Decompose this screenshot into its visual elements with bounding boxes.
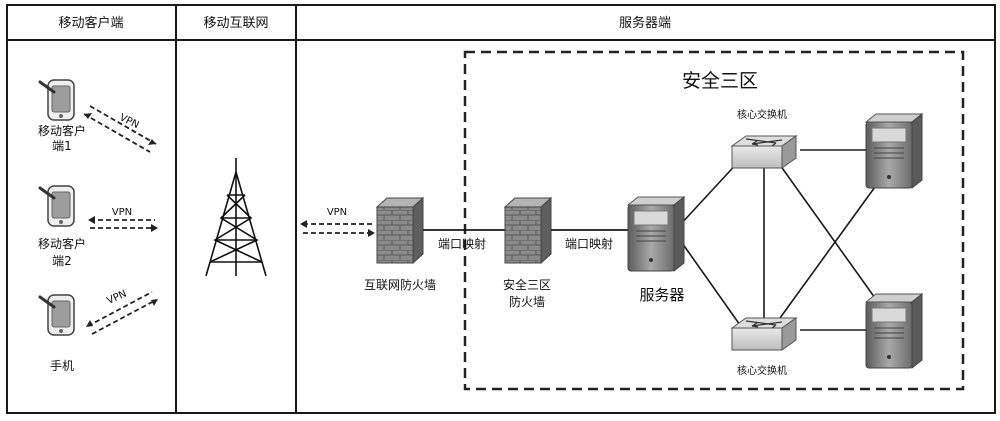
- client-3-label: 手机: [50, 359, 74, 373]
- client-1: 移动客户 端1 VPN: [38, 78, 157, 153]
- core-switch-top: 核心交换机: [731, 108, 797, 169]
- network-links: [679, 149, 881, 331]
- vpn-arrow-1a: [83, 113, 151, 153]
- server-label: 服务器: [639, 286, 684, 304]
- server-icon: [865, 293, 923, 369]
- zone3-firewall-label-line2: 防火墙: [509, 294, 545, 309]
- client-2-label-line1: 移动客户: [38, 236, 86, 251]
- arrowhead-icon: [368, 229, 375, 237]
- header-mobile-internet: 移动互联网: [203, 16, 268, 31]
- core-switch-bottom-label: 核心交换机: [737, 364, 787, 377]
- main-server: 服务器: [627, 196, 685, 304]
- firewall-icon: [376, 206, 414, 264]
- header-mobile-client: 移动客户端: [58, 15, 123, 31]
- zone3-firewall-label-line1: 安全三区: [503, 277, 551, 292]
- arrowhead-icon: [88, 216, 95, 224]
- port-mapping-label-2: 端口映射: [565, 236, 613, 251]
- security-zone-3-boundary: [463, 50, 965, 391]
- arrowhead-icon: [151, 224, 158, 232]
- client-2-label-line2: 端2: [52, 254, 72, 268]
- switch-icon: [731, 317, 797, 351]
- client-1-label-line1: 移动客户: [38, 123, 86, 138]
- client-1-label-line2: 端1: [52, 139, 72, 153]
- security-zone-3-title: 安全三区: [682, 70, 758, 92]
- vpn-arrow-3b: [91, 299, 157, 335]
- phone-icon: [38, 78, 76, 122]
- server-icon: [865, 113, 923, 189]
- internet-firewall: 互联网防火墙: [364, 196, 436, 292]
- arrowhead-icon: [148, 139, 156, 145]
- server-icon: [627, 196, 685, 272]
- core-switch-top-label: 核心交换机: [737, 108, 787, 121]
- header-server-side: 服务器端: [619, 15, 671, 31]
- arrowhead-icon: [86, 320, 93, 327]
- client-1-vpn-label: VPN: [118, 112, 141, 131]
- client-3: 手机 VPN: [38, 288, 158, 373]
- core-switch-bottom: 核心交换机: [731, 317, 797, 377]
- phone-icon: [38, 184, 76, 228]
- arrowhead-icon: [300, 220, 307, 228]
- cell-tower-icon: [205, 158, 267, 277]
- tower-vpn-link: VPN: [300, 207, 375, 237]
- zone3-firewall: 安全三区 防火墙: [503, 196, 553, 309]
- outer-frame: [6, 4, 996, 414]
- phone-icon: [38, 293, 76, 337]
- vpn-arrow-1b: [89, 105, 157, 145]
- switch-icon: [731, 135, 797, 169]
- client-2: 移动客户 端2 VPN: [38, 184, 158, 268]
- arrowhead-icon: [151, 299, 158, 306]
- internet-firewall-label: 互联网防火墙: [364, 277, 436, 292]
- tower-vpn-label: VPN: [327, 207, 347, 218]
- port-mapping-label-1: 端口映射: [438, 236, 486, 251]
- vpn-arrow-3a: [87, 291, 153, 327]
- arrowhead-icon: [84, 113, 92, 119]
- client-3-vpn-label: VPN: [105, 288, 128, 307]
- firewall-icon: [504, 206, 542, 264]
- client-2-vpn-label: VPN: [112, 207, 132, 218]
